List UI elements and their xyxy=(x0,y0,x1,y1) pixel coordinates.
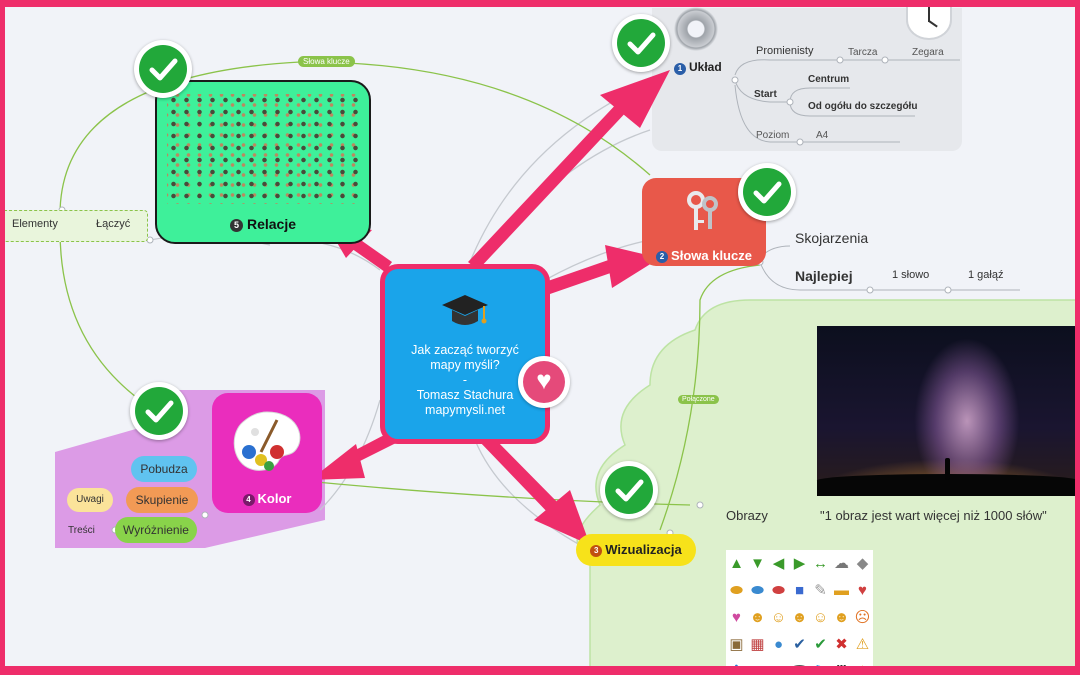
check-icon xyxy=(130,382,188,440)
wizualizacja-number-badge: 3 xyxy=(590,545,603,557)
polaczone-label: Połączone xyxy=(678,395,719,404)
central-topic-node[interactable]: Jak zacząć tworzyć mapy myśli? - Tomasz … xyxy=(380,264,550,444)
elementy-laczyc-branch xyxy=(0,210,148,242)
skupienie-pill: Skupienie xyxy=(126,487,198,513)
centrum-label: Centrum xyxy=(808,74,850,85)
jedno-slowo-label: 1 słowo xyxy=(892,269,930,281)
slowa-klucze-link-label: Słowa klucze xyxy=(298,56,355,67)
frame-right xyxy=(1075,0,1080,675)
gear-icon xyxy=(673,6,719,52)
pobudza-pill: Pobudza xyxy=(131,456,197,482)
graduation-cap-icon xyxy=(442,295,488,325)
start-label: Start xyxy=(754,89,777,100)
najlepiej-label: Najlepiej xyxy=(795,268,853,284)
people-crowd-image xyxy=(167,94,359,204)
slowa-number-badge: 2 xyxy=(656,251,669,263)
promienisty-label: Promienisty xyxy=(756,45,814,57)
skojarzenia-label: Skojarzenia xyxy=(795,230,869,246)
uwagi-pill: Uwagi xyxy=(67,488,113,512)
elementy-label: Elementy xyxy=(12,218,58,230)
palette-icon xyxy=(233,411,301,471)
laczyc-label: Łączyć xyxy=(96,218,131,230)
uklad-number-badge: 1 xyxy=(674,63,686,75)
frame-left xyxy=(0,0,5,675)
quote-label: "1 obraz jest wart więcej niż 1000 słów" xyxy=(820,508,1047,523)
tresci-label: Treści xyxy=(68,525,95,536)
central-title: Jak zacząć tworzyć mapy myśli? - Tomasz … xyxy=(411,343,519,417)
poziom-label: Poziom xyxy=(756,130,790,141)
od-ogolu-label: Od ogółu do szczegółu xyxy=(808,101,918,112)
keys-icon xyxy=(687,191,718,230)
frame-bottom xyxy=(0,666,1080,675)
wyroznienie-pill: Wyróżnienie xyxy=(115,517,197,543)
a4-label: A4 xyxy=(816,130,829,141)
check-icon xyxy=(612,14,670,72)
tarcza-label: Tarcza xyxy=(848,47,878,58)
jedna-galaz-label: 1 gałąź xyxy=(968,269,1004,281)
frame-top xyxy=(0,0,1080,7)
relacje-number-badge: 5 xyxy=(229,219,243,232)
check-icon xyxy=(600,461,658,519)
obrazy-label: Obrazy xyxy=(726,508,768,523)
zegara-label: Zegara xyxy=(912,47,944,58)
milky-way-photo xyxy=(817,326,1079,496)
emoji-icon-grid: ▲▼◀▶↔☁◆ ⬬⬬⬬■✎▬♥ ♥☻☺☻☺☻☹ ▣▦●✔✔✖⚠ ℹ?!☎⚑♜★ xyxy=(726,550,873,675)
check-icon xyxy=(134,40,192,98)
check-icon xyxy=(738,163,796,221)
kolor-number-badge: 4 xyxy=(242,494,255,506)
heart-icon: ♥ xyxy=(518,356,570,408)
